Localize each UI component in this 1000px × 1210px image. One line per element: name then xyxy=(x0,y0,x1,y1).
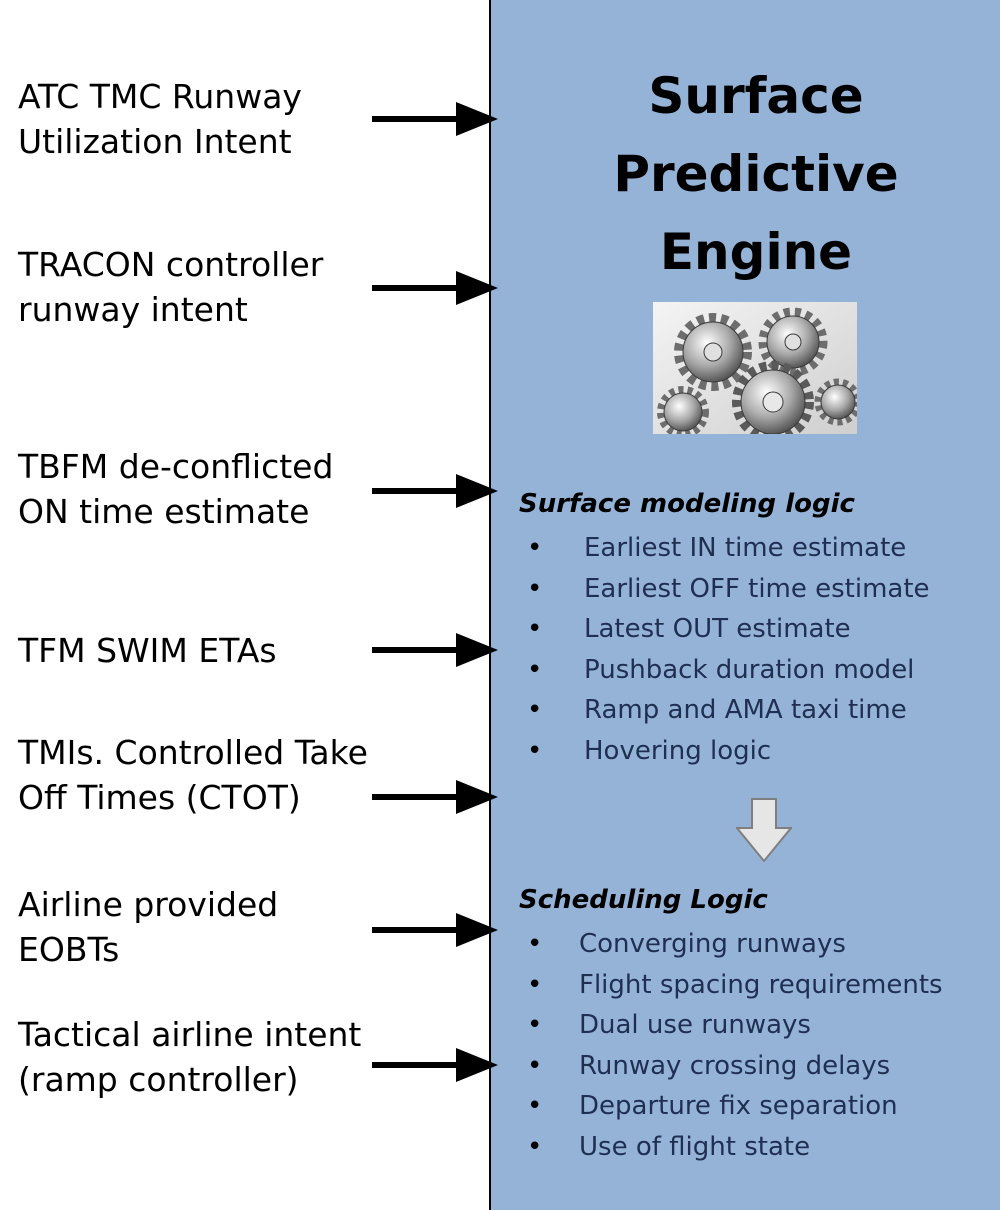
list-item-text: Flight spacing requirements xyxy=(579,969,943,1000)
list-item-text: Latest OUT estimate xyxy=(584,614,851,644)
scheduling-logic-heading: Scheduling Logic xyxy=(519,885,768,915)
input-label-tfm-swim: TFM SWIM ETAs xyxy=(18,631,277,670)
list-item-text: Use of flight state xyxy=(579,1131,811,1162)
input-arrow-icon xyxy=(372,474,498,508)
list-item-text: Departure fix separation xyxy=(579,1091,898,1121)
input-label-atc-tmc: ATC TMC Runway Utilization Intent xyxy=(18,77,302,161)
list-item-text: Earliest OFF time estimate xyxy=(584,573,930,604)
bullet-icon: • xyxy=(527,1091,543,1121)
surface-predictive-engine-box: Surface Predictive Engine xyxy=(489,0,1000,1210)
input-arrow-icon xyxy=(372,633,498,667)
input-arrow-icon xyxy=(372,1048,498,1082)
bullet-icon: • xyxy=(527,1131,543,1162)
surface-modeling-heading: Surface modeling logic xyxy=(519,489,855,519)
list-item-text: Earliest IN time estimate xyxy=(584,533,907,563)
bullet-icon: • xyxy=(527,929,543,959)
engine-title: Surface Predictive Engine xyxy=(613,67,899,281)
bullet-icon: • xyxy=(527,573,543,604)
bullet-icon: • xyxy=(527,1050,543,1081)
bullet-icon: • xyxy=(527,614,543,644)
input-arrow-icon xyxy=(372,913,498,947)
list-item-text: Dual use runways xyxy=(579,1010,811,1040)
input-arrow-icon xyxy=(372,271,498,305)
list-item-text: Converging runways xyxy=(579,929,846,959)
input-label-tbfm: TBFM de-conflicted ON time estimate xyxy=(18,447,334,531)
bullet-icon: • xyxy=(527,735,543,766)
input-label-airline-eobts: Airline provided EOBTs xyxy=(18,885,279,969)
bullet-icon: • xyxy=(527,695,543,725)
input-label-tmis-ctot: TMIs. Controlled Take Off Times (CTOT) xyxy=(18,733,368,817)
list-item-text: Pushback duration model xyxy=(584,654,915,685)
list-item-text: Hovering logic xyxy=(584,735,772,766)
input-arrow-icon xyxy=(372,780,498,814)
bullet-icon: • xyxy=(527,654,543,685)
input-label-tracon: TRACON controller runway intent xyxy=(18,245,324,329)
list-item-text: Ramp and AMA taxi time xyxy=(584,695,907,725)
list-item-text: Runway crossing delays xyxy=(579,1050,891,1081)
bullet-icon: • xyxy=(527,969,543,1000)
bullet-icon: • xyxy=(527,533,543,563)
gears-icon xyxy=(653,302,857,434)
input-label-tactical-intent: Tactical airline intent (ramp controller… xyxy=(18,1015,362,1099)
down-arrow-icon xyxy=(736,798,792,862)
bullet-icon: • xyxy=(527,1010,543,1040)
input-arrow-icon xyxy=(372,102,498,136)
